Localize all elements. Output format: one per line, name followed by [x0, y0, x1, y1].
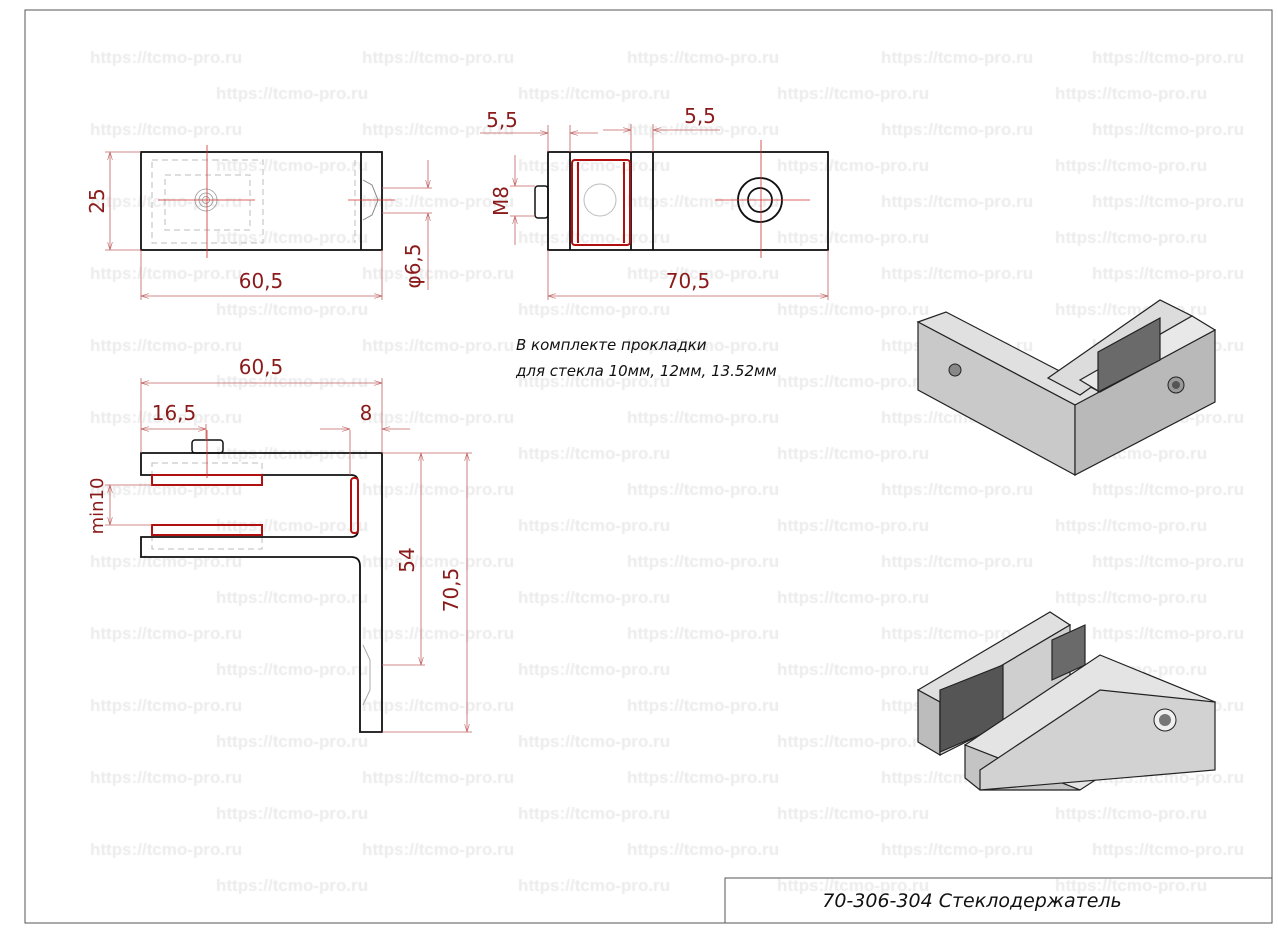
set-screw	[534, 185, 549, 219]
dim-width-60-5: 60,5	[239, 269, 284, 293]
dim-side-width: 60,5	[239, 355, 284, 379]
glass-pad-lower	[151, 524, 263, 536]
title-block	[724, 877, 1273, 924]
dim-bolt-offset: 16,5	[152, 401, 197, 425]
set-screw	[191, 439, 224, 454]
dim-hole-height: 54	[395, 547, 419, 572]
glass-pad	[571, 159, 631, 246]
glass-pad-end	[350, 477, 359, 534]
dim-left-offset: 5,5	[486, 108, 518, 132]
side-view: 60,5 16,5 8 min10 54 70,5	[87, 355, 472, 733]
dim-height-25: 25	[85, 188, 109, 213]
note-line-2: для стекла 10мм, 12мм, 13.52мм	[515, 362, 777, 380]
dim-side-height: 70,5	[439, 568, 463, 613]
note-line-1: В комплекте прокладки	[516, 336, 707, 354]
top-view-right: 5,5 5,5 M8 70,5	[480, 104, 829, 300]
dim-thread-m8: M8	[489, 186, 513, 216]
dim-right-offset: 5,5	[684, 104, 716, 128]
isometric-view-top	[916, 299, 1217, 477]
drawing-title: 70-306-304 Стеклодержатель	[822, 890, 1121, 912]
dim-glass-gap: min10	[87, 478, 108, 535]
bracket-outline	[140, 452, 383, 733]
top-view-left: 25 60,5 φ6,5	[85, 145, 432, 300]
isometric-view-bottom	[916, 611, 1217, 791]
dim-hole-diameter: φ6,5	[401, 244, 425, 289]
dim-thickness: 8	[360, 401, 373, 425]
dim-width-70-5: 70,5	[666, 269, 711, 293]
